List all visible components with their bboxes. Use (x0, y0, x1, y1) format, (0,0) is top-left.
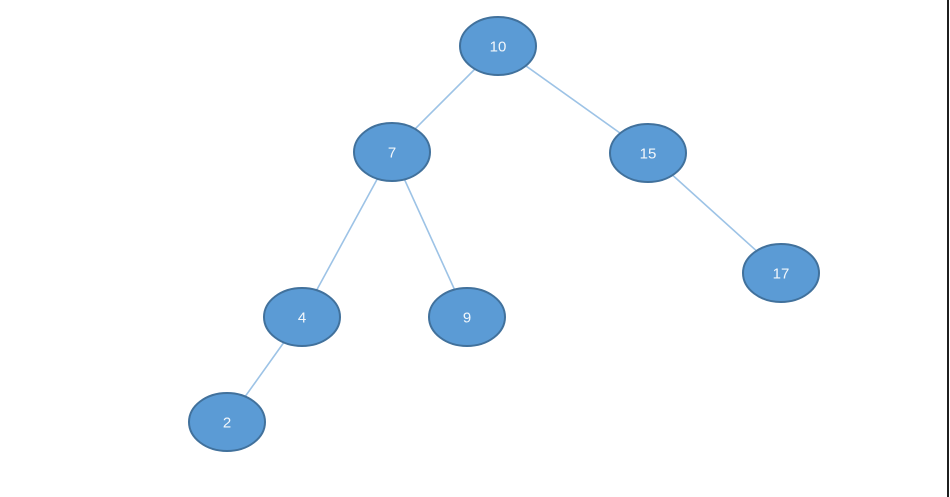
node-label: 15 (640, 145, 657, 162)
node-label: 7 (388, 144, 396, 161)
tree-node-2: 2 (188, 392, 266, 452)
tree-node-15: 15 (609, 123, 687, 183)
tree-node-4: 4 (263, 287, 341, 347)
tree-node-10: 10 (459, 16, 537, 76)
node-ellipse (428, 287, 506, 347)
node-ellipse (609, 123, 687, 183)
tree-nodes: 10 7 15 4 9 17 2 (188, 16, 820, 452)
tree-node-9: 9 (428, 287, 506, 347)
node-ellipse (459, 16, 537, 76)
node-ellipse (353, 122, 431, 182)
node-label: 17 (773, 265, 790, 282)
tree-edges (226, 45, 782, 423)
node-ellipse (263, 287, 341, 347)
node-label: 9 (463, 309, 471, 326)
node-label: 4 (298, 309, 306, 326)
node-ellipse (188, 392, 266, 452)
tree-node-7: 7 (353, 122, 431, 182)
node-label: 2 (223, 414, 231, 431)
screenshot-right-edge (947, 0, 949, 497)
tree-node-17: 17 (742, 243, 820, 303)
node-label: 10 (490, 38, 507, 55)
node-ellipse (742, 243, 820, 303)
